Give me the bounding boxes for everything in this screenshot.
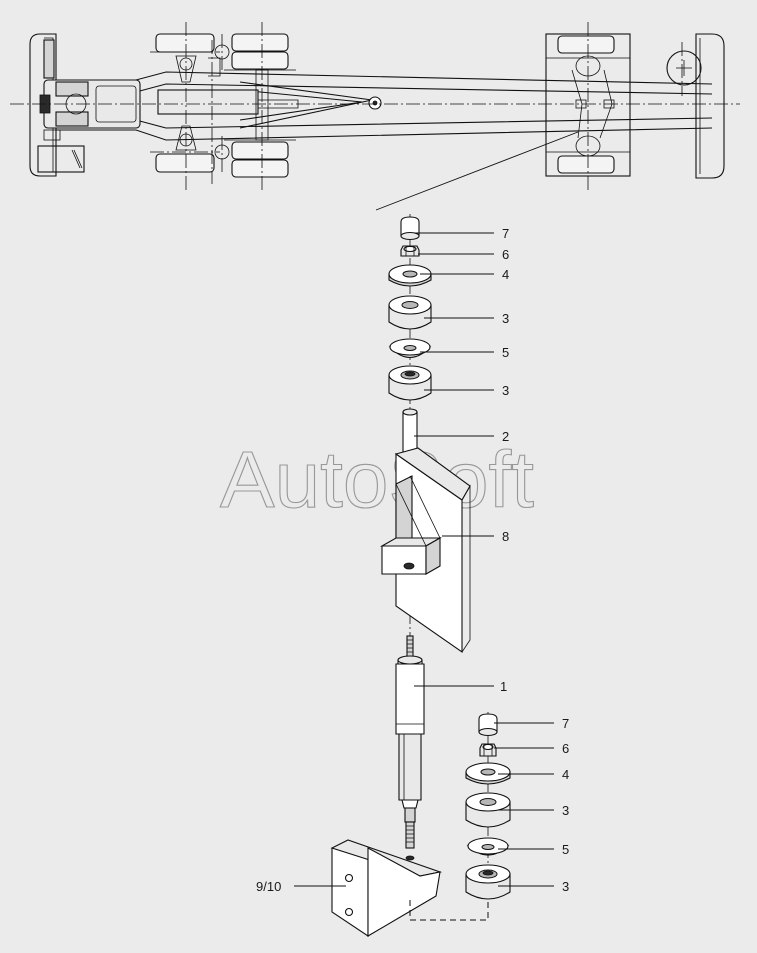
bracket-9-10: [330, 839, 489, 938]
callout-2: 2: [502, 429, 509, 444]
lower-mount-stack: [465, 712, 511, 900]
watermark: AutoSoft: [220, 435, 534, 524]
cap-7-lower: [478, 713, 498, 737]
callouts-lower: 7 6 4 3 5 3 9/10: [256, 716, 569, 894]
callout-3: 3: [562, 803, 569, 818]
callout-5: 5: [502, 345, 509, 360]
callout-5: 5: [562, 842, 569, 857]
bushing-3b: [388, 365, 432, 401]
callout-3: 3: [562, 879, 569, 894]
shock-absorber-1: [395, 635, 425, 849]
cup-washer-5: [388, 338, 432, 359]
callout-4: 4: [562, 767, 569, 782]
callout-7: 7: [562, 716, 569, 731]
bushing-3d: [465, 864, 511, 900]
washer-4-lower: [465, 762, 511, 785]
leader-lines: [294, 232, 554, 887]
bracket-8: [379, 447, 471, 654]
callout-9-10: 9/10: [256, 879, 281, 894]
callouts-upper: 7 6 4 3 5 3 2 8 1: [500, 226, 509, 694]
callout-3: 3: [502, 311, 509, 326]
bushing-3c: [465, 792, 511, 828]
callout-1: 1: [500, 679, 507, 694]
callout-6: 6: [562, 741, 569, 756]
cap-7: [400, 216, 420, 241]
chassis-top-view: [10, 22, 740, 211]
nut-6-lower: [479, 743, 497, 757]
bushing-3a: [388, 295, 432, 330]
upper-mount-stack: [379, 214, 471, 849]
callout-8: 8: [502, 529, 509, 544]
callout-3: 3: [502, 383, 509, 398]
callout-7: 7: [502, 226, 509, 241]
sleeve-2: [402, 408, 418, 453]
nut-6: [400, 245, 420, 257]
washer-4: [388, 264, 432, 287]
cup-washer-5-lower: [466, 837, 510, 856]
callout-4: 4: [502, 267, 509, 282]
callout-6: 6: [502, 247, 509, 262]
